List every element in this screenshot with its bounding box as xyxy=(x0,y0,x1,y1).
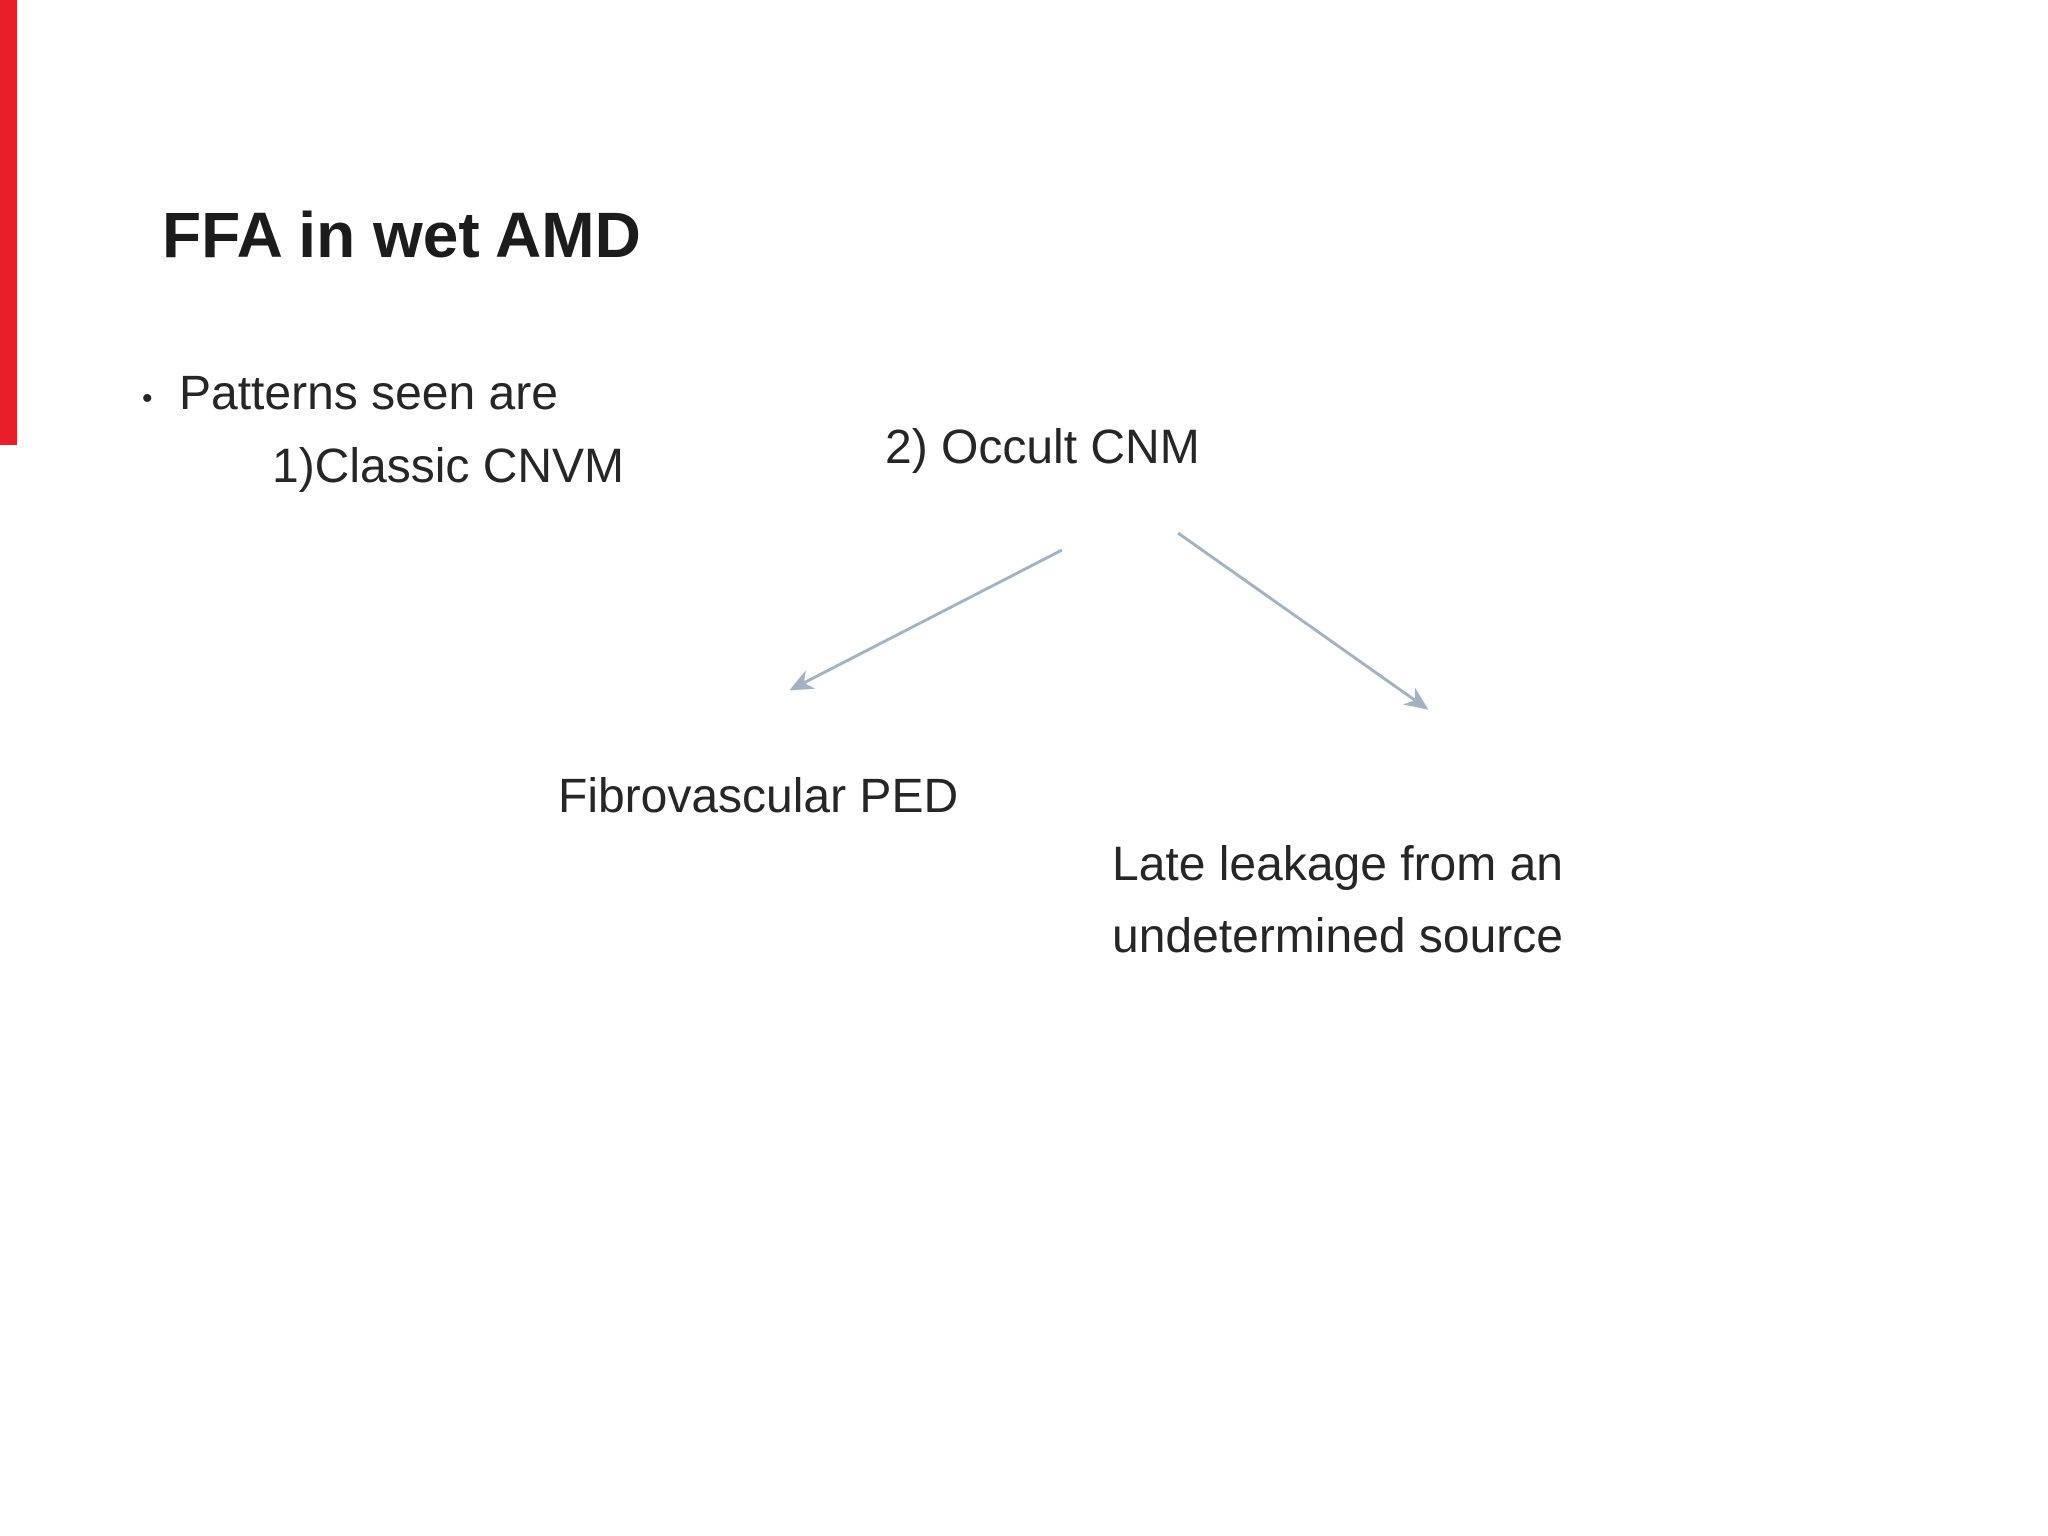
bullet-dot: • xyxy=(142,382,153,415)
branch-label-late-leakage-line1: Late leakage from an xyxy=(1112,838,1563,891)
bullet-text-patterns-seen: Patterns seen are xyxy=(179,367,558,420)
slide-title: FFA in wet AMD xyxy=(162,199,641,271)
pattern-item-occult-cnm: 2) Occult CNM xyxy=(885,421,1200,474)
red-edge-bar xyxy=(0,0,17,445)
arrow-to-fibrovascular-ped xyxy=(789,548,1063,691)
branch-label-late-leakage: Late leakage from an undetermined source xyxy=(1112,829,1563,973)
branch-label-late-leakage-line2: undetermined source xyxy=(1112,910,1563,963)
arrow-to-late-leakage xyxy=(1177,531,1429,710)
branch-label-fibrovascular-ped: Fibrovascular PED xyxy=(558,770,959,823)
pattern-item-classic-cnvm: 1)Classic CNVM xyxy=(272,440,625,493)
